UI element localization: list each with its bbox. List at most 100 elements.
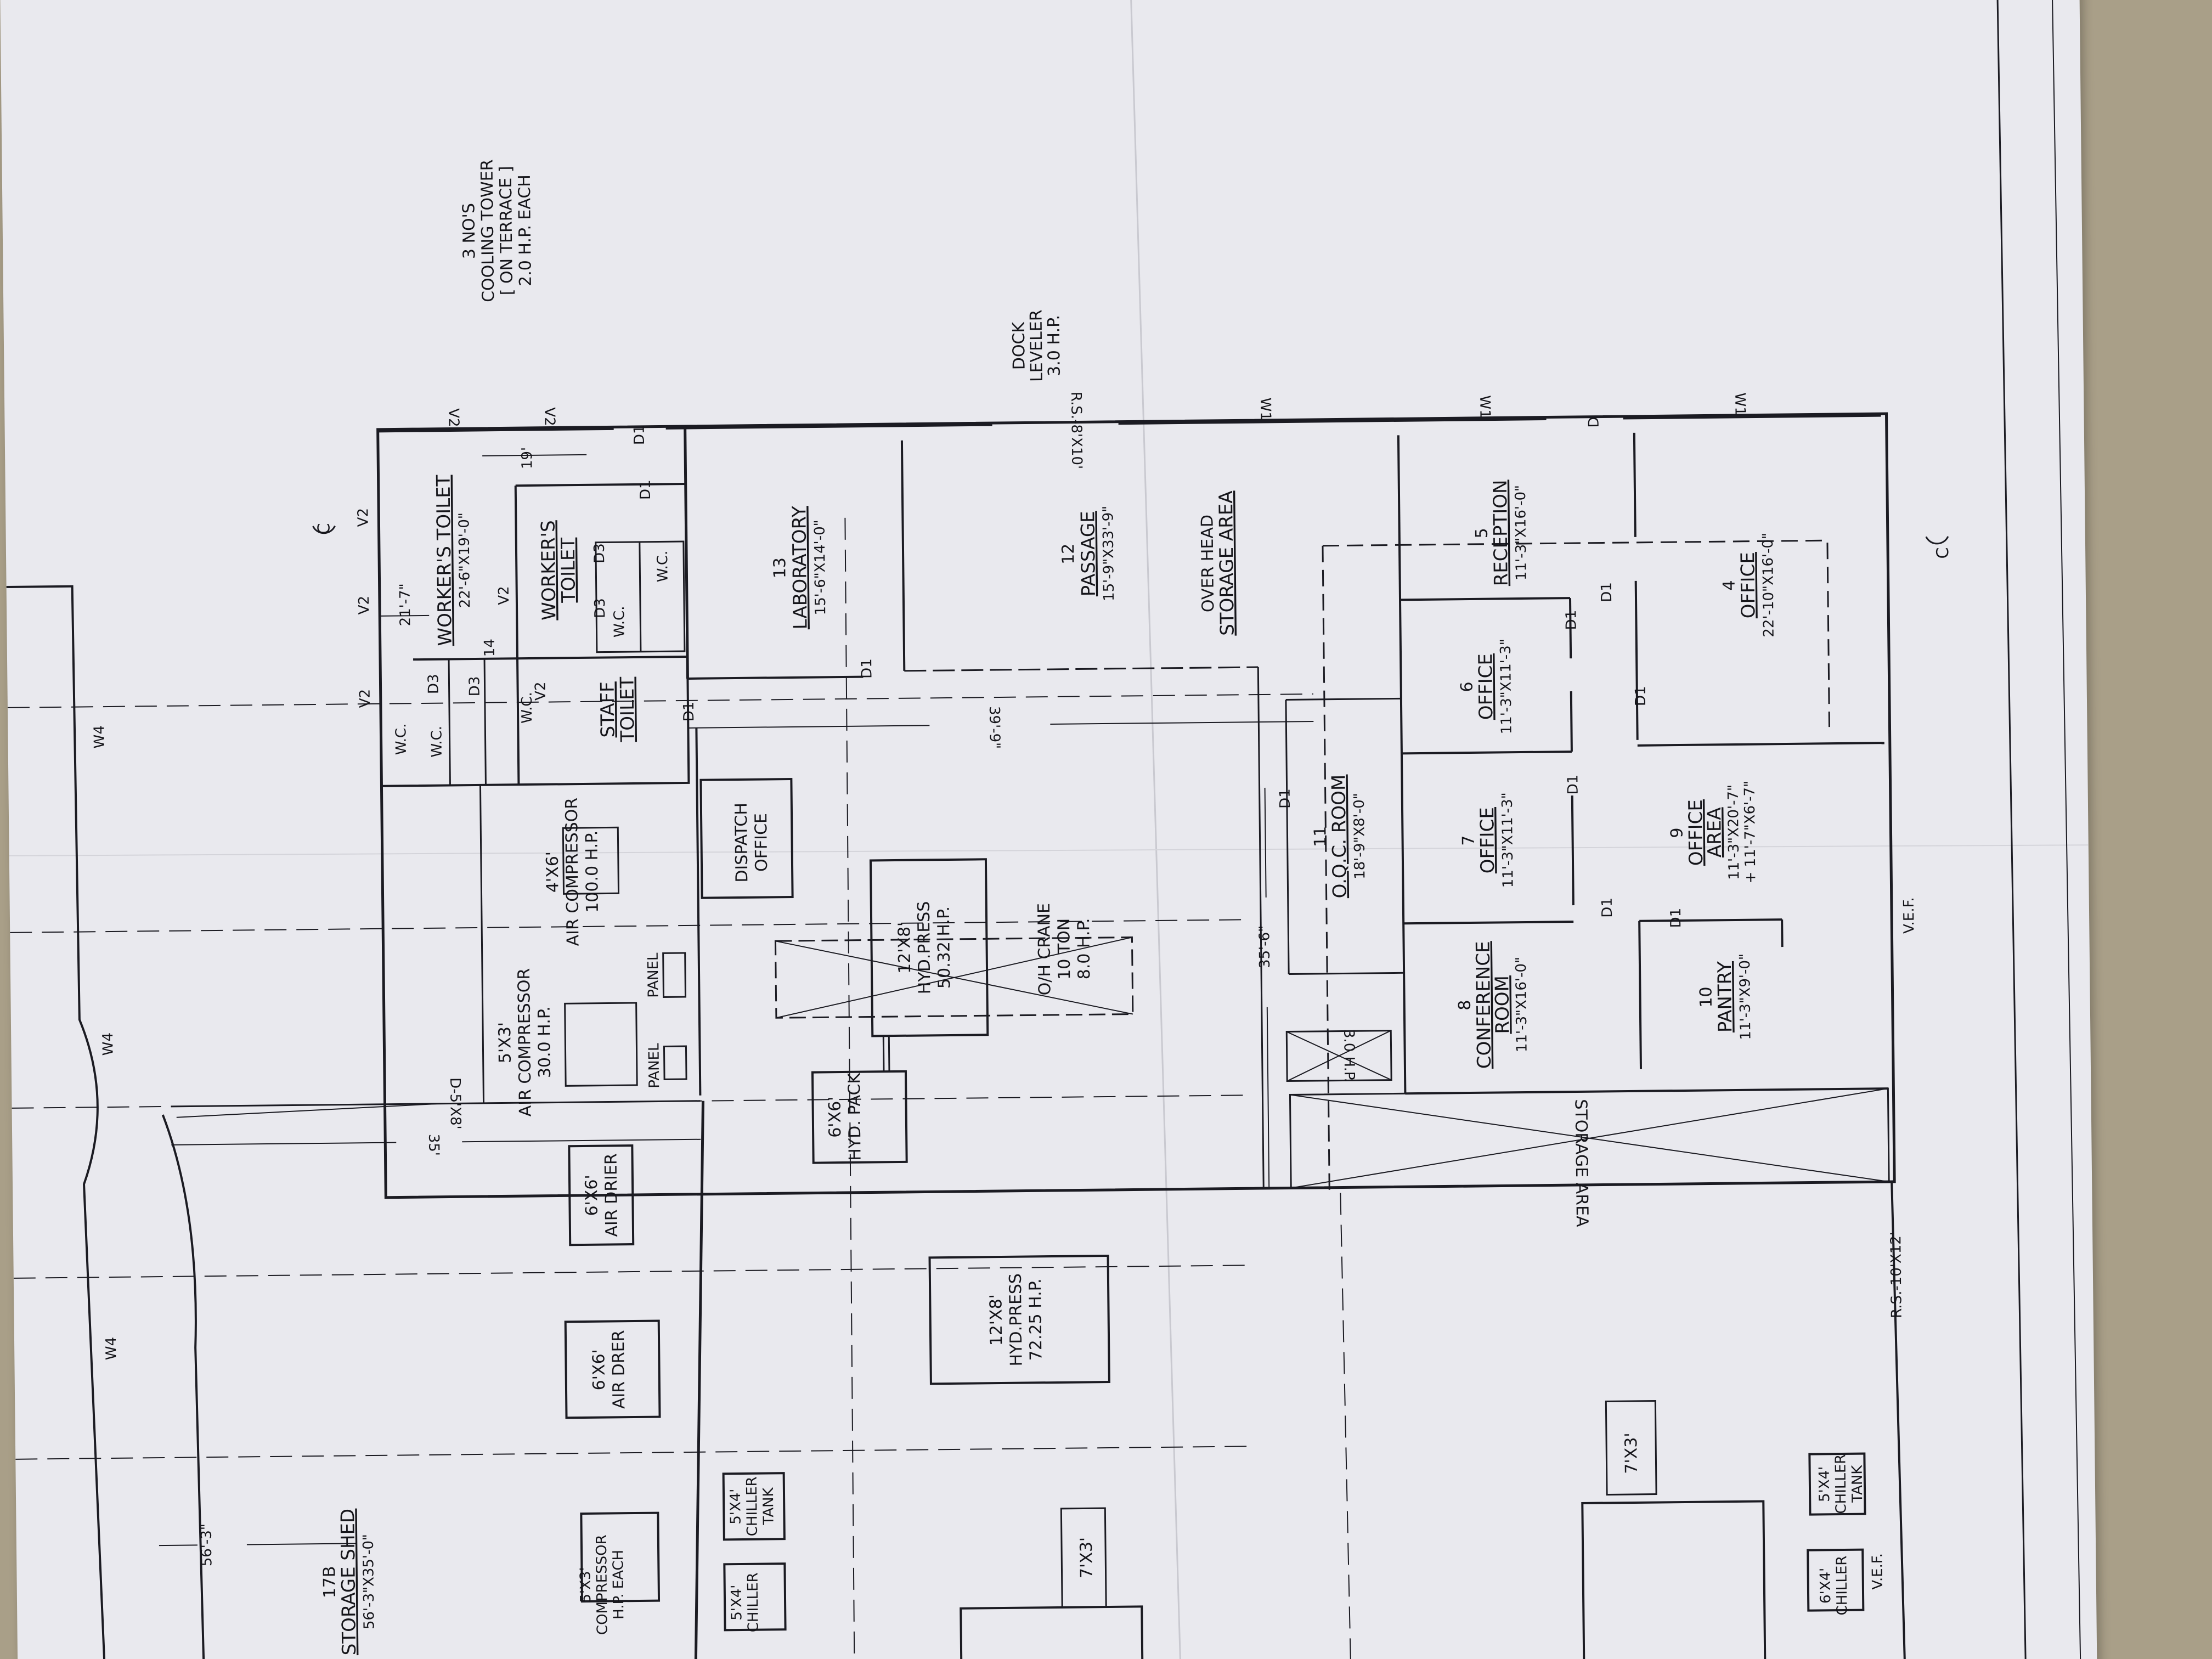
aircomp-small-3: 30.0 H.P. (535, 1006, 555, 1078)
hyd-pack-2: HYD. PACK (845, 1072, 865, 1161)
office-area-title-2: AREA (1703, 807, 1726, 857)
air-drer-1: 6'X6' (589, 1349, 609, 1391)
reception-size: 11'-3"X16'-0" (1513, 485, 1530, 580)
reception-num: 5 (1472, 528, 1492, 538)
dim-19: 19' (519, 447, 535, 470)
pantry-title: PANTRY (1714, 961, 1736, 1033)
d3-label-4: D3 (591, 543, 608, 563)
dim-39-9: 39'-9" (986, 706, 1003, 749)
office-area-size: 11'-3"X20'-7" (1725, 785, 1743, 880)
d1-label-7: D1 (1599, 582, 1615, 602)
storage-area-label: STORAGE AREA (1571, 1099, 1592, 1227)
passage-num: 12 (1059, 543, 1078, 565)
office-6-size: 11'-3"X11'-3" (1498, 639, 1515, 734)
wc-label-2: W.C. (428, 726, 445, 758)
reception-title: RECEPTION (1489, 479, 1513, 586)
chiller-tank-1: 5'X4' (727, 1488, 744, 1525)
office-4-label: 4 OFFICE 22'-10"X16'-0" (1720, 533, 1778, 637)
w4-label-1: W4 (91, 725, 108, 749)
air-drer-label: 6'X6' AIR DRER (589, 1330, 629, 1409)
d1-label-10: D1 (1599, 898, 1616, 918)
storage-shed-title: STORAGE SHED (337, 1509, 360, 1656)
dim-rs-d: D-5'X8' (447, 1077, 464, 1130)
chiller-tank-label: 5'X4' CHILLER TANK (727, 1476, 777, 1536)
v2-label-1: V2 (355, 508, 371, 527)
dispatch-line-1: DISPATCH (732, 803, 752, 883)
chiller-right-1: 6'X4' (1818, 1568, 1835, 1604)
chiller-tank-right-3: TANK (1849, 1465, 1866, 1503)
section-marker-c-right: C (1933, 547, 1953, 558)
d1-label-4: D1 (631, 425, 648, 445)
d1-label-8: D1 (1633, 686, 1649, 706)
conference-title-2: ROOM (1491, 975, 1514, 1034)
dock-line-3: 3.0 H.P. (1045, 315, 1064, 376)
air-drier-2: AIR DRIER (601, 1153, 622, 1237)
d3-label-2: D3 (466, 676, 483, 697)
cooling-tower-note: 3 NO'S COOLING TOWER [ ON TERRACE ] 2.0 … (459, 159, 535, 302)
d1-label-3: D1 (859, 658, 875, 679)
chiller-tank-right-1: 5'X4' (1816, 1466, 1833, 1503)
hyd-pack-1: 6'X6' (825, 1096, 845, 1138)
air-drier-1: 6'X6' (582, 1175, 602, 1216)
cooling-line-3: [ ON TERRACE ] (496, 166, 517, 295)
office-6-title: OFFICE (1475, 653, 1497, 720)
office-7-size: 11'-3"X11'-3" (1499, 792, 1517, 888)
passage-size: 15'-9"X33'-9" (1100, 506, 1118, 601)
hyd-press-top-1: 12'X8' (895, 922, 915, 974)
pantry-num: 10 (1696, 986, 1716, 1008)
pantry-label: 10 PANTRY 11'-3"X9'-0" (1696, 953, 1754, 1040)
w1-label-3: W1 (1731, 393, 1748, 416)
laboratory-label: 13 LABORATORY 15'-6"X14'-0" (770, 506, 829, 630)
air-drier-label: 6'X6' AIR DRIER (582, 1153, 622, 1237)
staff-toilet-2: TOILET (616, 676, 639, 742)
overhead-storage-label: OVER HEAD STORAGE AREA (1198, 490, 1239, 636)
chiller-tank-right-2: CHILLER (1832, 1454, 1849, 1514)
aircomp-small-1: 5'X3' (495, 1022, 515, 1064)
oqc-room-label: 11 O.Q.C. ROOM 18'-9"X8'-0" (1311, 775, 1369, 899)
overhead-line-1: OVER HEAD (1198, 515, 1218, 612)
dim-21-7: 21'-7" (397, 583, 414, 626)
staff-toilet-label: STAFF TOILET (596, 676, 639, 742)
cooling-line-1: 3 NO'S (459, 203, 479, 259)
v2-label-2: V2 (356, 596, 373, 615)
dock-line-2: LEVELER (1026, 309, 1046, 382)
dim-35-6: 35'-6" (1256, 926, 1273, 968)
dim-35: 35' (425, 1134, 442, 1156)
office-6-label: 6 OFFICE 11'-3"X11'-3" (1458, 639, 1515, 734)
v2-label-3: V2 (357, 689, 374, 708)
section-marker-c-left: C (314, 523, 334, 534)
laboratory-size: 15'-6"X14'-0" (811, 520, 829, 615)
conference-num: 8 (1455, 1000, 1475, 1010)
panel-label-2: PANEL (646, 1043, 663, 1088)
vef-label-2: V.E.F. (1869, 1553, 1886, 1590)
chiller-tank-2: CHILLER (744, 1476, 761, 1536)
hyd-press-top-3: 50.32 H.P. (934, 906, 955, 989)
drawing-sheet: 3 NO'S COOLING TOWER [ ON TERRACE ] 2.0 … (0, 0, 2097, 1659)
storage-area-text: STORAGE AREA (1571, 1099, 1592, 1227)
chiller-partial-2: CHILLER (745, 1572, 762, 1632)
office-4-size: 22'-10"X16'-0" (1760, 533, 1778, 637)
office-7-title: OFFICE (1476, 807, 1499, 874)
overhead-line-2: STORAGE AREA (1215, 490, 1239, 636)
floor-plan: 3 NO'S COOLING TOWER [ ON TERRACE ] 2.0 … (6, 0, 2089, 1659)
hyd-press-bottom-label: 12'X8' HYD.PRESS 72.25 H.P. (986, 1273, 1046, 1367)
pantry-size: 11'-3"X9'-0" (1737, 953, 1754, 1040)
office-4-num: 4 (1720, 580, 1739, 590)
workers-toilet-inner-2: TOILET (557, 537, 580, 603)
crane-2: 10 TON (1054, 918, 1074, 980)
box-7x3-left: 7'X3' (1077, 1537, 1097, 1579)
office-area-title: OFFICE (1685, 799, 1707, 866)
v2-label-6: V2 (445, 408, 461, 427)
oqc-size: 18'-9"X8'-0" (1351, 793, 1369, 879)
dim-56-3: 56'-3" (199, 1523, 216, 1566)
d-label: D (1586, 416, 1602, 427)
passage-title: PASSAGE (1077, 511, 1100, 596)
workers-toilet-label: WORKER'S TOILET 22'-6"X19'-0" 14 (433, 475, 498, 657)
reception-label: 5 RECEPTION 11'-3"X16'-0" (1472, 479, 1530, 586)
dim-rs-bottom: R.S.-10'X12' (1888, 1232, 1905, 1318)
workers-toilet-inner-1: WORKER'S (537, 520, 560, 620)
passage-label: 12 PASSAGE 15'-9"X33'-9" (1059, 506, 1118, 601)
conference-room-label: 8 CONFERENCE ROOM 11'-3"X16'-0" (1455, 941, 1531, 1069)
aircomp-small-2: AIR COMPRESSOR (515, 968, 535, 1117)
hyd-pack-label: 6'X6' HYD. PACK (825, 1072, 865, 1161)
